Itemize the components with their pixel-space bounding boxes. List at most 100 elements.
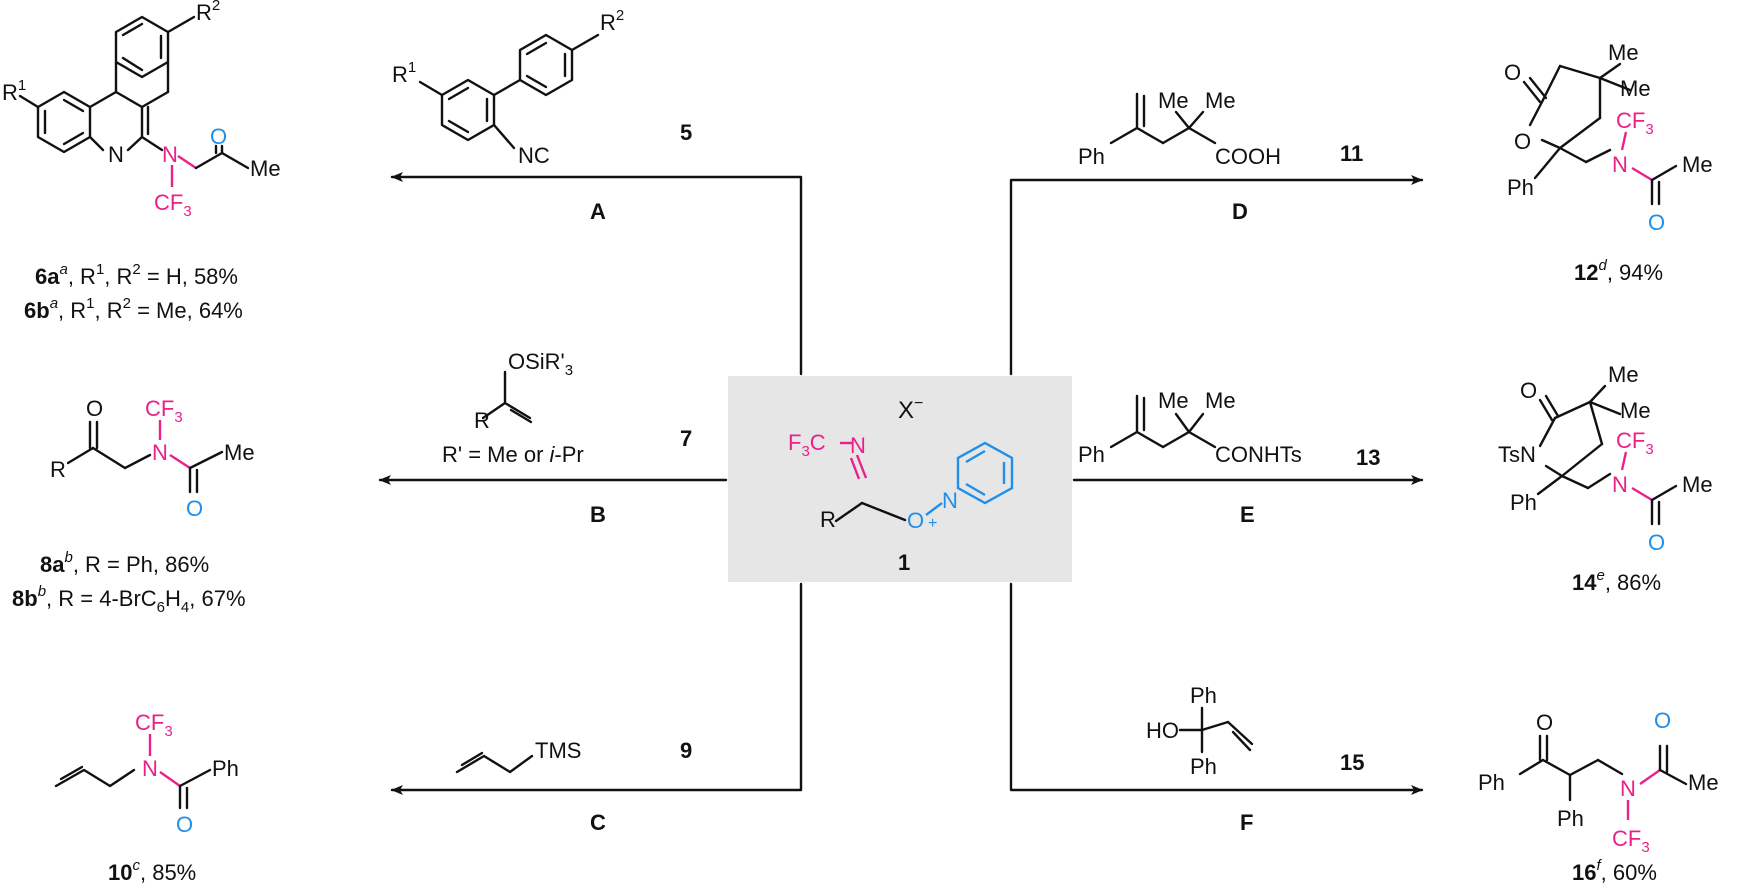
product-6b-yield: 6ba, R1, R2 = Me, 64% [24,295,243,323]
product-6-amide-n: N [162,142,178,167]
product-14-n: N [1612,472,1628,497]
product-12-yield: 12d, 94% [1574,257,1663,285]
product-12: O O Me Me Ph N CF3 O Me 12d, 94% [1504,40,1713,285]
product-6-o: O [210,124,227,149]
arrow-F-letter: F [1240,810,1253,835]
arrow-E-letter: E [1240,502,1255,527]
reagent-13-me1: Me [1158,388,1189,413]
center-box [728,376,1072,582]
product-12-ph: Ph [1507,175,1534,200]
product-16-o1: O [1536,710,1553,735]
arrow-A: A 5 R1 R2 NC [390,7,803,376]
product-12-o-ring: O [1514,129,1531,154]
product-10-ph: Ph [212,756,239,781]
product-14-me1: Me [1608,362,1639,387]
reagent-11-ph: Ph [1078,144,1105,169]
reagent-11-me2: Me [1205,88,1236,113]
arrow-D: D 11 Me Me Ph COOH [1009,88,1424,376]
product-16: O Ph Ph N CF3 O Me 16f, 60% [1478,708,1719,885]
product-6: R1 R2 N N O Me CF3 6aa, R1, R2 = H, 58% … [2,0,281,323]
product-16-ph1: Ph [1478,770,1505,795]
product-12-me2: Me [1620,76,1651,101]
product-6-r1: R1 [2,77,26,105]
product-8-r: R [50,457,66,482]
arrow-F-reagent-number: 15 [1340,750,1364,775]
product-10-yield: 10c, 85% [108,857,196,885]
reagent-11-me1: Me [1158,88,1189,113]
product-12-me3: Me [1682,152,1713,177]
cf3c-atoms: F3C [788,430,826,460]
product-16-ph2: Ph [1557,806,1584,831]
product-14: O TsN Me Me Ph N CF3 O Me 14e, 86% [1498,362,1713,595]
arrow-D-reagent-number: 11 [1340,141,1363,166]
product-6-ring-n: N [108,142,124,167]
product-6-me: Me [250,156,281,181]
arrow-B-reagent-number: 7 [680,426,692,451]
product-8-o1: O [86,396,103,421]
reagent-9-tms: TMS [535,738,581,763]
reagent-7-note: R' = Me or i-Pr [442,442,584,467]
reagent-5-r2: R2 [600,7,624,35]
arrow-E: E 13 Me Me Ph CONHTs [1072,388,1424,527]
product-14-yield: 14e, 86% [1572,567,1661,595]
product-14-tsn: TsN [1498,442,1536,467]
arrow-A-reagent-number: 5 [680,120,692,145]
product-12-o-amide: O [1648,210,1665,235]
product-10-o: O [176,812,193,837]
arrow-A-letter: A [590,199,606,224]
reagent-number-1: 1 [898,550,910,575]
product-14-cf3: CF3 [1616,428,1654,458]
product-8-me: Me [224,440,255,465]
product-8a-yield: 8ab, R = Ph, 86% [40,549,209,577]
product-16-n: N [1620,776,1636,801]
product-16-me: Me [1688,770,1719,795]
product-8: O R N CF3 O Me 8ab, R = Ph, 86% 8bb, R =… [12,396,255,616]
product-8b-yield: 8bb, R = 4-BrC6H4, 67% [12,583,246,616]
product-6-cf3: CF3 [154,190,192,220]
product-6a-yield: 6aa, R1, R2 = H, 58% [35,261,238,289]
reagent-13-ph: Ph [1078,442,1105,467]
product-10-n: N [142,756,158,781]
r-group-center: R [820,507,836,532]
product-10: N CF3 O Ph 10c, 85% [54,710,239,885]
arrow-F: F 15 Ph HO Ph [1009,582,1424,835]
reagent-13-conhts: CONHTs [1215,442,1302,467]
arrow-E-reagent-number: 13 [1356,445,1380,470]
plus-charge: + [928,515,937,532]
reagent-7-osir: OSiR'3 [508,349,573,379]
product-12-cf3: CF3 [1616,108,1654,138]
center-reagent-1: X− F3C N R O N + 1 [728,376,1072,582]
product-16-cf3: CF3 [1612,826,1650,856]
reagent-5-r1: R1 [392,59,416,87]
arrow-B: B 7 OSiR'3 R R' = Me or i-Pr [378,349,728,527]
reagent-11-cooh: COOH [1215,144,1281,169]
reagent-13-me2: Me [1205,388,1236,413]
product-16-yield: 16f, 60% [1572,857,1657,885]
product-14-o: O [1520,378,1537,403]
product-8-n: N [152,440,168,465]
reagent-15-ph2: Ph [1190,754,1217,779]
arrow-D-letter: D [1232,199,1248,224]
product-16-o2: O [1654,708,1671,733]
reagent-7-r: R [474,408,490,433]
product-8-o2: O [186,496,203,521]
pyridinium-n: N [942,488,958,513]
imine-n: N [850,433,866,458]
reagent-5-nc: NC [518,143,550,168]
arrow-C-reagent-number: 9 [680,738,692,763]
product-14-ph: Ph [1510,490,1537,515]
reagent-15-ph1: Ph [1190,683,1217,708]
product-6-r2: R2 [196,0,220,25]
product-14-me2: Me [1620,398,1651,423]
product-12-n: N [1612,152,1628,177]
product-12-o-carbonyl: O [1504,60,1521,85]
oxygen-center: O [907,508,924,533]
arrow-C: C 9 TMS [390,582,803,835]
anion-label: X− [898,395,923,424]
reagent-15-ho: HO [1146,718,1179,743]
product-8-cf3: CF3 [145,396,183,426]
product-10-cf3: CF3 [135,710,173,740]
product-12-me1: Me [1608,40,1639,65]
product-14-me3: Me [1682,472,1713,497]
